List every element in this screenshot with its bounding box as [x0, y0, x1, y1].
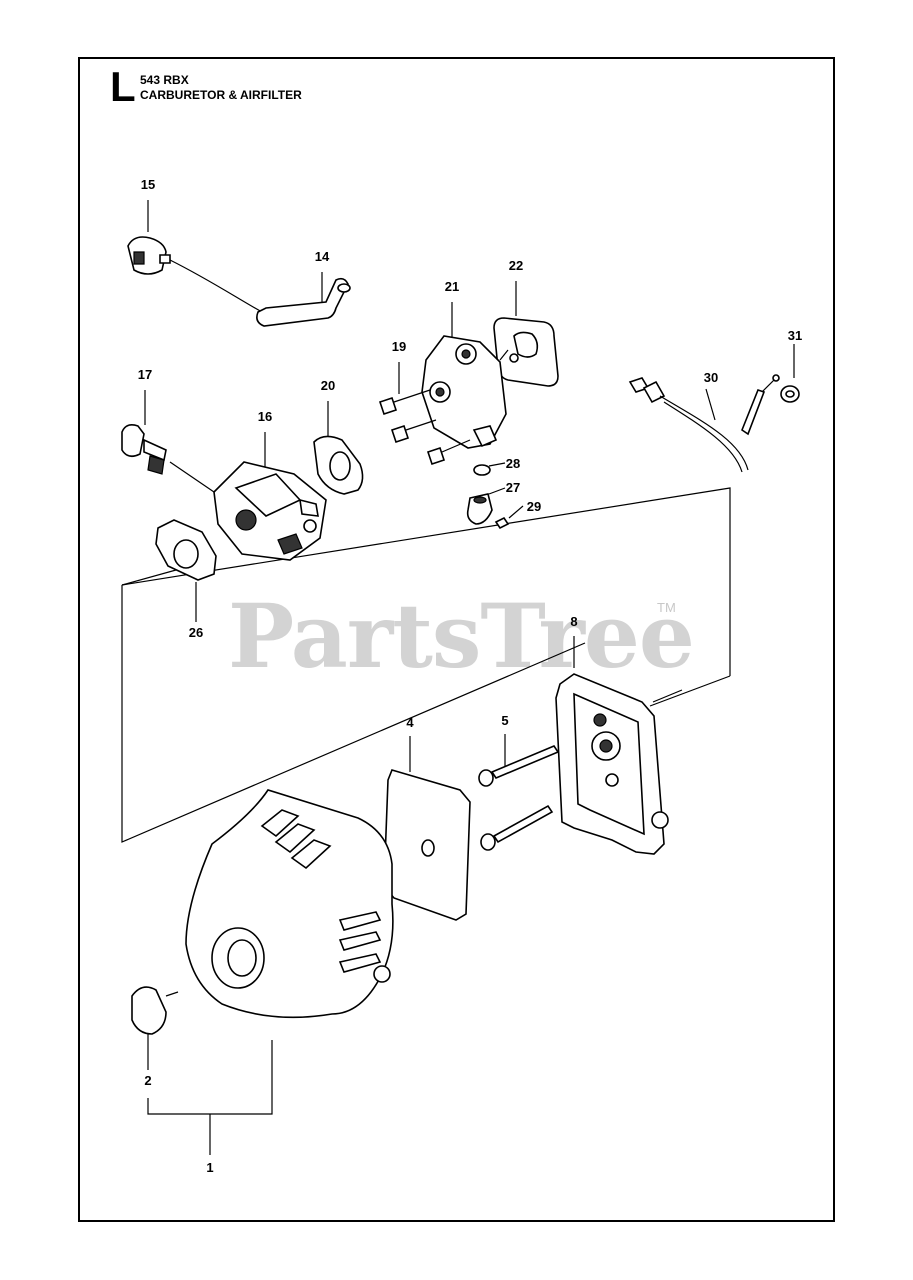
- callout-15: 15: [141, 177, 155, 192]
- callout-8: 8: [570, 614, 577, 629]
- callout-17: 17: [138, 367, 152, 382]
- callout-4: 4: [406, 715, 414, 730]
- carburetor-16: [169, 461, 327, 561]
- callout-30: 30: [704, 370, 718, 385]
- air-filter-cover-1: [185, 789, 394, 1019]
- nut-31: [780, 385, 800, 403]
- screws-19: [378, 389, 471, 466]
- throttle-cable-30: [628, 374, 780, 473]
- bolts-5: [478, 745, 560, 851]
- callout-21: 21: [445, 279, 459, 294]
- section-title: CARBURETOR & AIRFILTER: [140, 88, 302, 102]
- callout-29: 29: [527, 499, 541, 514]
- callout-16: 16: [258, 409, 272, 424]
- callout-27: 27: [506, 480, 520, 495]
- gasket-26: [155, 519, 217, 581]
- callout-26: 26: [189, 625, 203, 640]
- callout-14: 14: [315, 249, 330, 264]
- leader-lines: [121, 200, 795, 1155]
- primer-bulb-15: [127, 236, 171, 275]
- callout-31: 31: [788, 328, 802, 343]
- callout-28: 28: [506, 456, 520, 471]
- fuel-hose-14: [169, 259, 351, 327]
- gasket-20: [313, 435, 364, 495]
- callout-2: 2: [144, 1073, 151, 1088]
- callout-19: 19: [392, 339, 406, 354]
- callout-1: 1: [206, 1160, 213, 1175]
- intake-adapter-21: [421, 335, 509, 449]
- callout-5: 5: [501, 713, 508, 728]
- callout-labels: 15 14 22 21 19 17 20 16 28 27 29 30 31 2…: [138, 177, 802, 1175]
- filter-element-4: [383, 769, 471, 921]
- diagram-frame: [78, 57, 835, 1222]
- model-name: 543 RBX: [140, 73, 189, 87]
- section-letter: L: [110, 63, 136, 110]
- knob-2: [131, 986, 179, 1035]
- callout-22: 22: [509, 258, 523, 273]
- choke-lever-17: [121, 424, 167, 475]
- watermark-trademark: TM: [657, 600, 676, 615]
- gasket-22: [493, 317, 559, 387]
- fuel-fitting-parts: [466, 464, 510, 530]
- watermark: PartsTree: [228, 584, 695, 688]
- air-filter-base-8: [555, 673, 669, 855]
- callout-20: 20: [321, 378, 335, 393]
